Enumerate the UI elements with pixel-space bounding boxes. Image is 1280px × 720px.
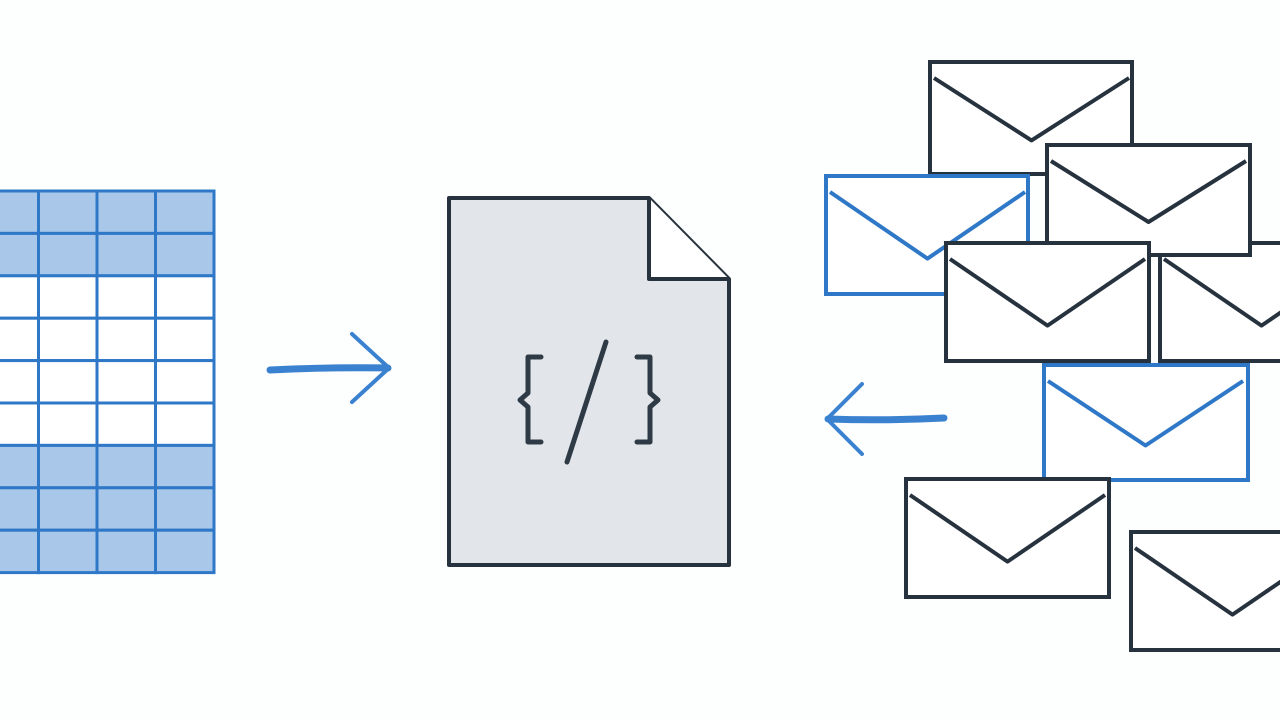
grid-cell (95, 359, 157, 405)
envelope-icon (904, 477, 1111, 599)
grid-cell (37, 274, 99, 320)
grid-cell (37, 486, 99, 532)
arrow-right-icon (266, 332, 392, 404)
grid-cell (0, 443, 40, 490)
grid-cell (0, 316, 40, 363)
grid-cell (95, 528, 157, 575)
grid-cell (0, 231, 40, 278)
grid-cell (154, 528, 216, 575)
envelope-icon (1129, 530, 1280, 652)
envelope-stack (824, 60, 1280, 652)
envelope-icon (1045, 143, 1252, 257)
grid-cell (95, 189, 157, 235)
grid-cell (37, 189, 99, 235)
grid-cell (37, 359, 99, 405)
grid-cell (0, 359, 40, 405)
grid-cell (95, 443, 157, 490)
grid-cell (95, 231, 157, 278)
code-file-icon (447, 196, 731, 567)
spreadsheet-grid-icon (0, 189, 216, 575)
grid-cell (154, 231, 216, 278)
grid-cell (154, 359, 216, 405)
grid-cell (154, 401, 216, 447)
grid-cell (154, 274, 216, 320)
grid-cell (0, 486, 40, 532)
envelope-icon (944, 241, 1151, 363)
grid-cell (154, 316, 216, 363)
grid-cell (95, 486, 157, 532)
grid-cell (154, 443, 216, 490)
code-glyph (517, 339, 661, 465)
grid-cell (154, 189, 216, 235)
grid-cell (37, 528, 99, 575)
grid-cell (0, 401, 40, 447)
envelope-icon (1158, 241, 1280, 363)
grid-cell (95, 316, 157, 363)
grid-cell (154, 486, 216, 532)
grid-cell (37, 231, 99, 278)
grid-cell (37, 443, 99, 490)
arrow-left-icon (824, 382, 948, 456)
grid-cell (0, 528, 40, 575)
grid-cell (37, 316, 99, 363)
grid-cell (0, 189, 40, 235)
envelope-icon (1042, 363, 1250, 482)
grid-cell (37, 401, 99, 447)
grid-cell (95, 401, 157, 447)
grid-cell (0, 274, 40, 320)
grid-cell (95, 274, 157, 320)
